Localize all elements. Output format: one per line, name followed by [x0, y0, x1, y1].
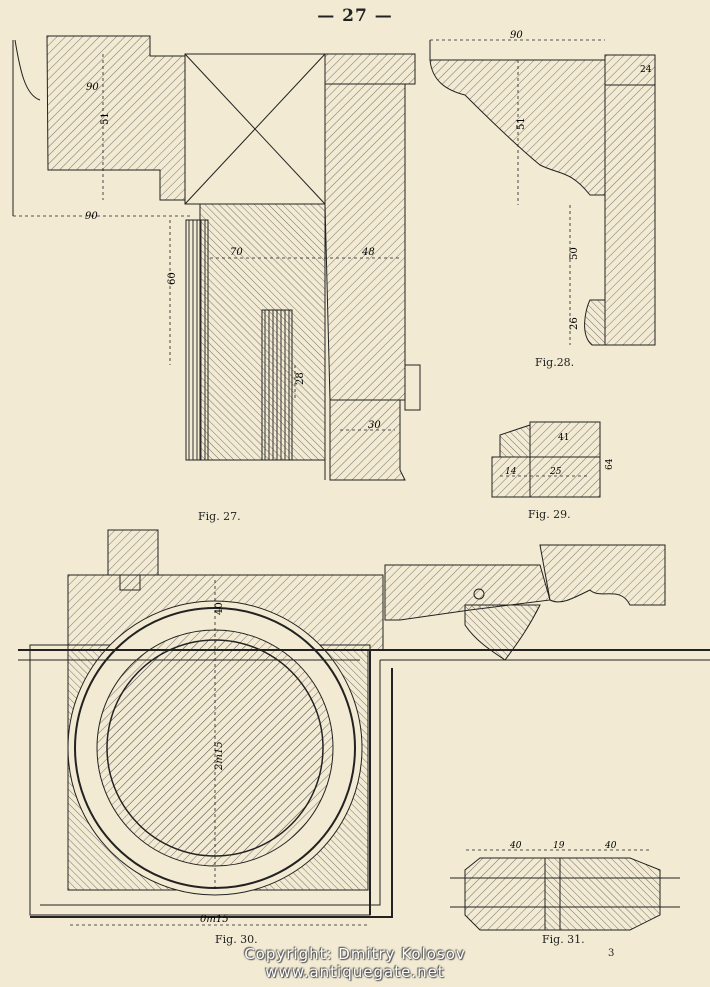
fig29-dim-41: 41: [558, 433, 569, 443]
fig28-dim-26: 26: [569, 317, 580, 330]
fig28-drawing: [429, 39, 656, 346]
fig29-drawing: [491, 421, 601, 498]
fig27-caption: Fig. 27.: [198, 510, 241, 523]
fig28-dim-24: 24: [640, 65, 652, 75]
fig27-dim-30: 30: [368, 420, 381, 431]
fig29-dim-25: 25: [549, 467, 562, 477]
fig31-dim-40b: 40: [604, 841, 617, 851]
fig30-dim-40: 40: [214, 602, 225, 615]
fig27-dim-51: 51: [100, 112, 111, 125]
fig28-caption: Fig.28.: [535, 356, 575, 369]
fig27-dim-48: 48: [361, 247, 375, 258]
sheet-mark: 3: [608, 948, 615, 959]
fig31-dim-19: 19: [553, 841, 565, 851]
fig28-dim-51: 51: [516, 117, 527, 130]
fig27-dim-28: 28: [295, 372, 306, 385]
fig27-drawing: [12, 35, 421, 481]
fig30-dim-2m15: 2m15: [214, 741, 225, 771]
fig30-drawing: [18, 529, 710, 926]
watermark-line1: Copyright: Dmitry Kolosov: [244, 945, 466, 963]
page-number: — 27 —: [317, 6, 393, 26]
fig28-dim-90: 90: [510, 30, 523, 41]
fig31-drawing: [450, 849, 680, 931]
fig27-dim-90: 90: [85, 211, 98, 222]
watermark-line2: www.antiquegate.net: [265, 963, 445, 981]
fig28-dim-50: 50: [569, 247, 580, 260]
fig27-dim-70: 70: [230, 247, 243, 258]
fig31-caption: Fig. 31.: [542, 933, 585, 946]
fig27-dim-90-top: 90: [86, 82, 99, 93]
fig30-caption: Fig. 30.: [215, 933, 258, 946]
fig31-dim-40a: 40: [509, 841, 522, 851]
fig29-dim-14: 14: [505, 467, 517, 477]
fig29-dim-64: 64: [605, 458, 615, 470]
fig30-dim-0m15: 0m15: [200, 914, 229, 925]
fig27-dim-60: 60: [167, 272, 178, 285]
fig29-caption: Fig. 29.: [528, 508, 571, 521]
